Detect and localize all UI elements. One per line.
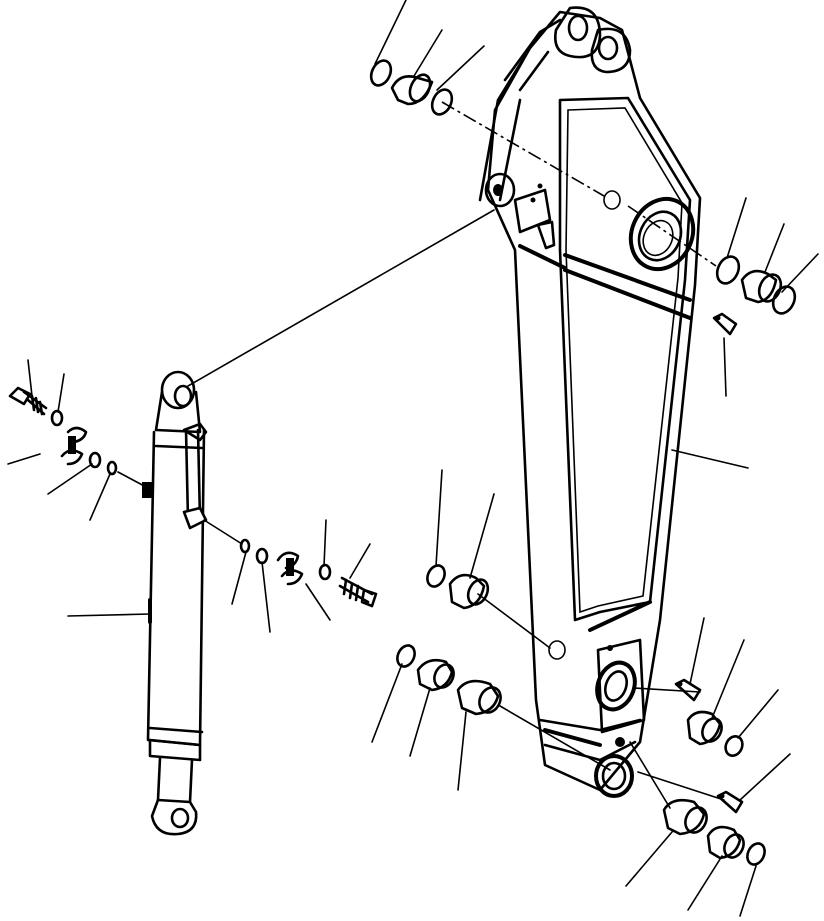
lower-right-group [674,678,744,814]
mid-pin-group [426,564,490,610]
lower-left-group [396,644,502,716]
assembly-centerlines [117,101,725,809]
callout-leaders [7,0,819,917]
cylinder-right-hardware [239,538,378,608]
top-pin-group [369,59,454,116]
bottom-tip-group [662,798,766,866]
right-boss-group [712,255,797,336]
arm-cylinder [142,370,208,836]
cylinder-left-hardware [8,386,118,476]
arm-weldment [478,6,702,798]
